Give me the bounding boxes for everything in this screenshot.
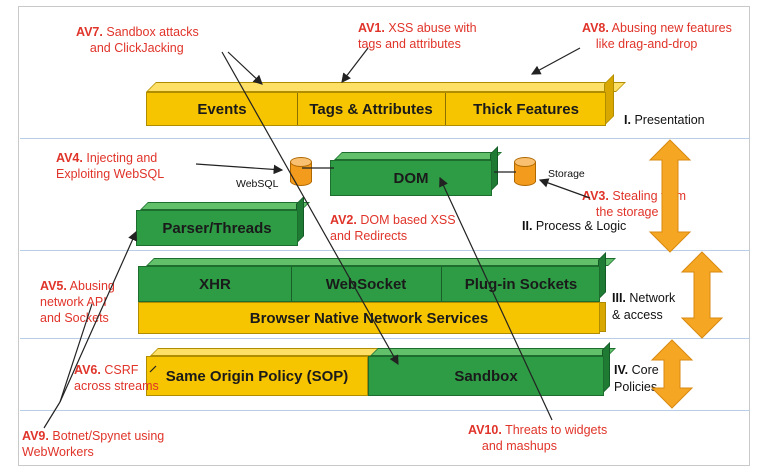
network-apis-bar: XHR WebSocket Plug-in Sockets [138, 266, 600, 302]
double-arrow-presentation-process [648, 139, 692, 253]
av10-arrow [439, 176, 553, 421]
websql-label: WebSQL [236, 178, 279, 190]
double-arrow-network-core [650, 339, 694, 409]
layer-network-label: III. Network& access [612, 291, 676, 322]
presentation-bar: Events Tags & Attributes Thick Features [146, 92, 606, 126]
av5-leader [59, 303, 93, 403]
av9-to-parser-arrow [59, 230, 137, 403]
av6-tick [149, 365, 157, 373]
xhr-block: XHR [199, 275, 231, 293]
diagram-frame [18, 6, 750, 466]
layer-divider [20, 338, 750, 339]
storage-label: Storage [548, 168, 585, 180]
attack-vector-av8: AV8. Abusing new features like drag-and-… [582, 21, 732, 51]
layer-divider [20, 410, 750, 411]
websql-database-icon [290, 157, 312, 186]
websocket-block: WebSocket [325, 275, 407, 293]
layer-process-label: II. Process & Logic [522, 219, 627, 233]
storage-database-icon [514, 157, 536, 186]
parser-threads-block: Parser/Threads [136, 210, 298, 246]
layer-divider [20, 138, 750, 139]
av8-arrow [530, 47, 581, 75]
events-block: Events [197, 100, 247, 118]
thick-features-block: Thick Features [473, 100, 579, 118]
av3-arrow [538, 178, 591, 199]
av9-leader [43, 401, 61, 429]
av4-arrow [195, 163, 284, 175]
attack-vector-av7: AV7. Sandbox attacks and ClickJacking [76, 25, 199, 55]
av7-to-events-arrow [227, 51, 263, 85]
av7-to-sandbox-arrow [221, 51, 399, 366]
sandbox-block: Sandbox [368, 356, 604, 396]
plugin-sockets-block: Plug-in Sockets [464, 275, 578, 293]
av1-arrow [341, 47, 369, 83]
dom-block: DOM [330, 160, 492, 196]
same-origin-policy-block: Same Origin Policy (SOP) [146, 356, 368, 396]
tags-attributes-block: Tags & Attributes [309, 100, 433, 118]
attack-vector-av10: AV10. Threats to widgets and mashups [468, 423, 608, 453]
double-arrow-process-network [680, 251, 724, 339]
layer-divider [20, 250, 750, 251]
native-network-services-block: Browser Native Network Services [138, 302, 600, 334]
layer-presentation-label: I. Presentation [624, 113, 705, 127]
